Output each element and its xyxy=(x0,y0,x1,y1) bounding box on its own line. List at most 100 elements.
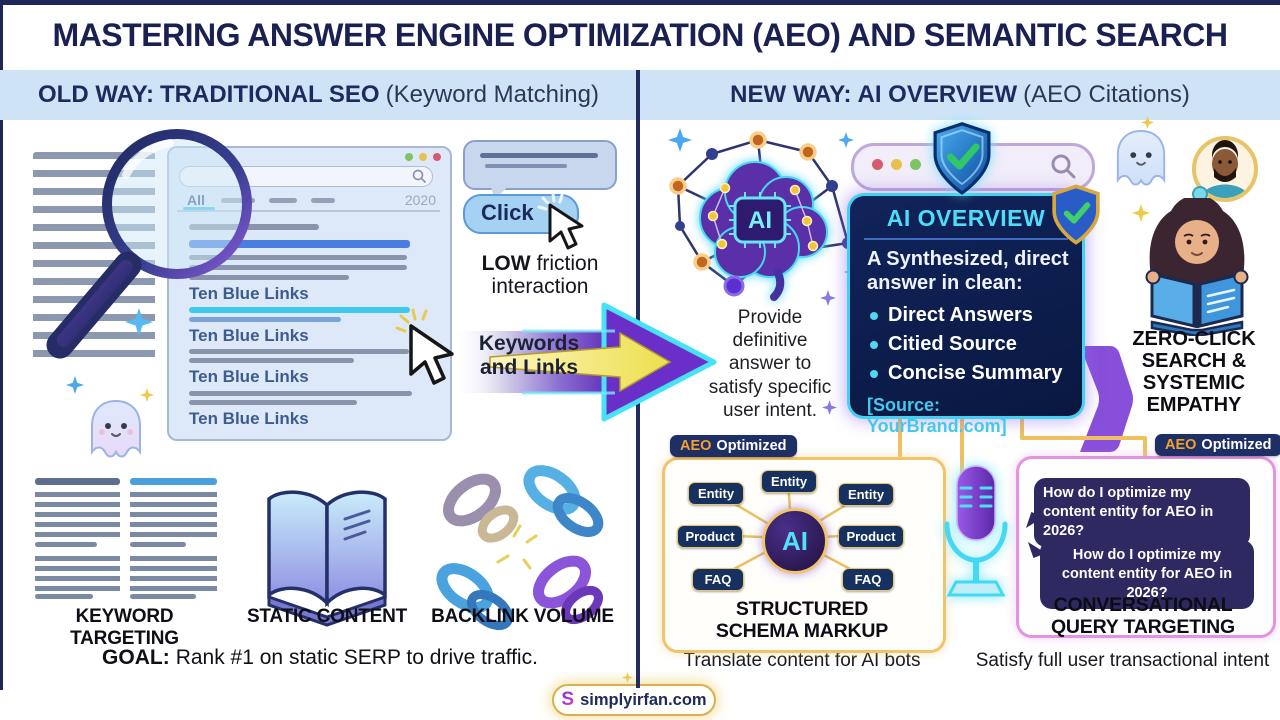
goal-text: GOAL:Rank #1 on static SERP to drive tra… xyxy=(60,646,580,670)
kw-col2-head-blue xyxy=(130,478,217,485)
dot-green xyxy=(910,159,921,170)
left-frame-line xyxy=(0,0,3,690)
old-way-note: (Keyword Matching) xyxy=(385,81,599,108)
click-label: Click xyxy=(481,200,534,225)
kw-col1-head xyxy=(35,478,120,485)
feature-keyword-targeting: KEYWORD TARGETING xyxy=(70,606,179,649)
kw-col1-lines xyxy=(35,492,120,537)
schema-caption: Translate content for AI bots xyxy=(683,650,921,671)
brand-text: simplyirfan.com xyxy=(580,690,707,709)
kw-col2-lines2 xyxy=(130,556,217,591)
shield-check-gold-icon xyxy=(1052,184,1100,245)
feature-static-content: STATIC CONTENT xyxy=(246,606,408,627)
man-avatar xyxy=(1192,136,1258,202)
dot-yellow xyxy=(891,159,902,170)
result-line-blue xyxy=(189,240,410,248)
result-line xyxy=(189,391,412,396)
chain-links-icon xyxy=(436,465,604,631)
schema-node-faq-left: FAQ xyxy=(692,568,744,591)
ai-overview-panel: AI OVERVIEW A Synthesized, direct answer… xyxy=(850,196,1082,436)
sparkle-icon xyxy=(66,376,84,394)
sparkle-icon xyxy=(1141,116,1154,129)
result-line-cyan xyxy=(189,307,410,313)
connector-lines xyxy=(898,412,1147,476)
new-way-bold: AI OVERVIEW xyxy=(857,81,1018,108)
magnifier-icon xyxy=(46,129,252,359)
blue-link-4: Ten Blue Links xyxy=(189,409,309,428)
bubble-line xyxy=(485,164,567,168)
schema-ai-label: AI xyxy=(782,525,808,556)
bullet-dot xyxy=(870,311,878,320)
blue-link-2: Ten Blue Links xyxy=(189,326,309,345)
zero-click-line3: SYSTEMIC xyxy=(1142,372,1246,394)
window-dot-green xyxy=(405,153,413,161)
goal-rest: Rank #1 on static SERP to drive traffic. xyxy=(175,646,538,669)
friction-rest: friction xyxy=(536,252,599,275)
kw-col2-short xyxy=(130,542,186,547)
ai-overview-source: [Source: YourBrand.com] xyxy=(867,395,1007,437)
result-line xyxy=(189,349,409,354)
kw-col1-short2 xyxy=(35,594,93,599)
arrow-label-line1: Keywords xyxy=(478,332,580,355)
dot-red xyxy=(872,159,883,170)
ai-overview-bullet-1: Direct Answers xyxy=(888,304,1033,327)
kw-col1-lines2 xyxy=(35,556,120,591)
provide-text: Provide definitive answer to satisfy spe… xyxy=(708,307,832,421)
zero-click-line2: SEARCH & xyxy=(1141,350,1247,372)
result-line xyxy=(189,358,354,363)
microphone-icon xyxy=(944,465,1008,597)
schema-node-entity-right: Entity xyxy=(838,483,894,506)
result-line xyxy=(189,265,407,270)
conversational-caption: Satisfy full user transactional intent xyxy=(975,650,1270,671)
badge-optimized: Optimized xyxy=(716,438,787,454)
result-line xyxy=(189,255,407,260)
schema-label: STRUCTURED SCHEMA MARKUP xyxy=(715,598,889,642)
book-icon xyxy=(267,490,387,627)
ghost-icon xyxy=(1116,129,1166,186)
goal-bold: GOAL: xyxy=(102,646,170,669)
old-way-header: OLD WAY: TRADITIONAL SEO (Keyword Matchi… xyxy=(0,70,637,120)
schema-node-faq-right: FAQ xyxy=(842,568,894,591)
new-way-note: (AEO Citations) xyxy=(1023,81,1190,108)
kw-col2-lines xyxy=(130,492,217,537)
feature-backlink-volume: BACKLINK VOLUME xyxy=(431,606,614,627)
serp-year: 2020 xyxy=(404,192,436,208)
zero-click-line1: ZERO-CLICK xyxy=(1132,328,1256,350)
search-icon xyxy=(1051,154,1076,179)
tab-separator xyxy=(177,210,440,212)
ai-overview-divider xyxy=(864,238,1068,240)
window-dot-yellow xyxy=(419,153,427,161)
top-frame-line xyxy=(0,0,1280,5)
result-line xyxy=(189,224,319,230)
badge-optimized: Optimized xyxy=(1201,437,1272,453)
ai-overview-bullet-3: Concise Summary xyxy=(888,362,1063,385)
bubble-line xyxy=(480,153,598,158)
sparkle-icon xyxy=(820,290,836,306)
footer-brand-pill: S simplyirfan.com xyxy=(552,684,716,716)
schema-node-entity-top: Entity xyxy=(761,470,817,493)
blue-link-1: Ten Blue Links xyxy=(189,284,309,303)
ai-overview-body: A Synthesized, direct answer in clean: xyxy=(867,248,1069,294)
cursor-icon xyxy=(395,308,454,385)
ai-overview-bullet-2: Citied Source xyxy=(888,333,1017,356)
ai-overview-title: AI OVERVIEW xyxy=(886,205,1046,231)
friction-bold: LOW xyxy=(481,252,531,275)
conversational-label: CONVERSATIONAL QUERY TARGETING xyxy=(1050,594,1236,638)
old-way-bold: TRADITIONAL SEO xyxy=(160,81,380,108)
sparkle-icon xyxy=(1132,204,1150,222)
ai-chip-label: AI xyxy=(748,207,772,234)
schema-aeo-badge: AEO Optimized xyxy=(670,435,797,457)
schema-ai-center: AI xyxy=(762,508,828,574)
query-bubble-1: How do I optimize my content entity for … xyxy=(1034,478,1250,547)
sparkle-icon xyxy=(622,672,633,683)
woman-reading-icon xyxy=(1145,198,1249,336)
friction-line2: interaction xyxy=(491,275,589,298)
kw-col1-short xyxy=(35,542,97,547)
blue-link-3: Ten Blue Links xyxy=(189,367,309,386)
arrow-label-line2: and Links xyxy=(479,356,579,379)
page-title: MASTERING ANSWER ENGINE OPTIMIZATION (AE… xyxy=(52,16,1228,53)
zero-click-line4: EMPATHY xyxy=(1146,394,1242,416)
result-line-steel xyxy=(189,317,341,322)
